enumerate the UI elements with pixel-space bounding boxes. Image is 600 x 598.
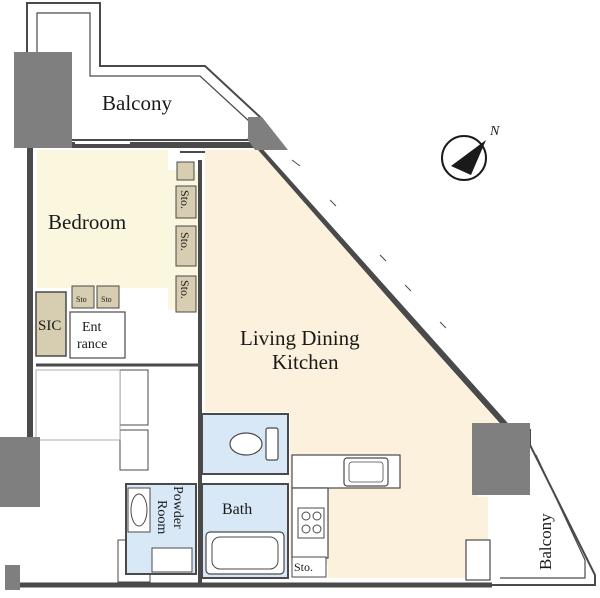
kitchen-label: Kitchen: [272, 350, 339, 374]
bedroom-label: Bedroom: [48, 210, 126, 234]
sink-icon: [343, 457, 389, 487]
bath-label: Bath: [222, 501, 252, 518]
powder-room-label-line2: Room: [154, 500, 169, 534]
kitchen-storage: [291, 556, 327, 578]
balcony-right-label: Balcony: [536, 513, 555, 570]
pillars: [0, 52, 530, 590]
entrance-label-line2: rance: [77, 337, 107, 352]
powder-room-label-line1: Powder: [170, 486, 185, 529]
compass-icon: [441, 135, 487, 181]
corridor-cabinets: [35, 369, 151, 583]
small-storage-label-2: Sto: [101, 295, 112, 304]
bedroom-storage-label-1: Sto.: [178, 190, 192, 209]
kitchen-storage-label: Sto.: [294, 560, 313, 574]
sic-label: SIC: [38, 318, 61, 334]
balcony-top-label: Balcony: [102, 91, 172, 115]
living-dining-label: Living Dining: [240, 326, 360, 350]
small-storage-label-1: Sto: [76, 295, 87, 304]
bathtub-icon: [205, 531, 285, 575]
toilet-icon: [229, 427, 279, 461]
compass-north-label: N: [489, 124, 500, 139]
washbasin-icon: [127, 487, 151, 533]
living-floor-main: [205, 150, 500, 578]
sic-closet: [35, 291, 67, 357]
bedroom-floor: [37, 150, 168, 288]
bedroom-storage-units: [71, 161, 197, 313]
bedroom-storage-label-2: Sto.: [178, 232, 192, 251]
entrance-area: [69, 311, 126, 359]
stove-icon: [297, 507, 325, 539]
bedroom-storage-label-3: Sto.: [178, 280, 192, 299]
entrance-label-line1: Ent: [82, 320, 102, 335]
washer-pan-icon: [151, 547, 193, 573]
window-marks: [75, 142, 447, 329]
